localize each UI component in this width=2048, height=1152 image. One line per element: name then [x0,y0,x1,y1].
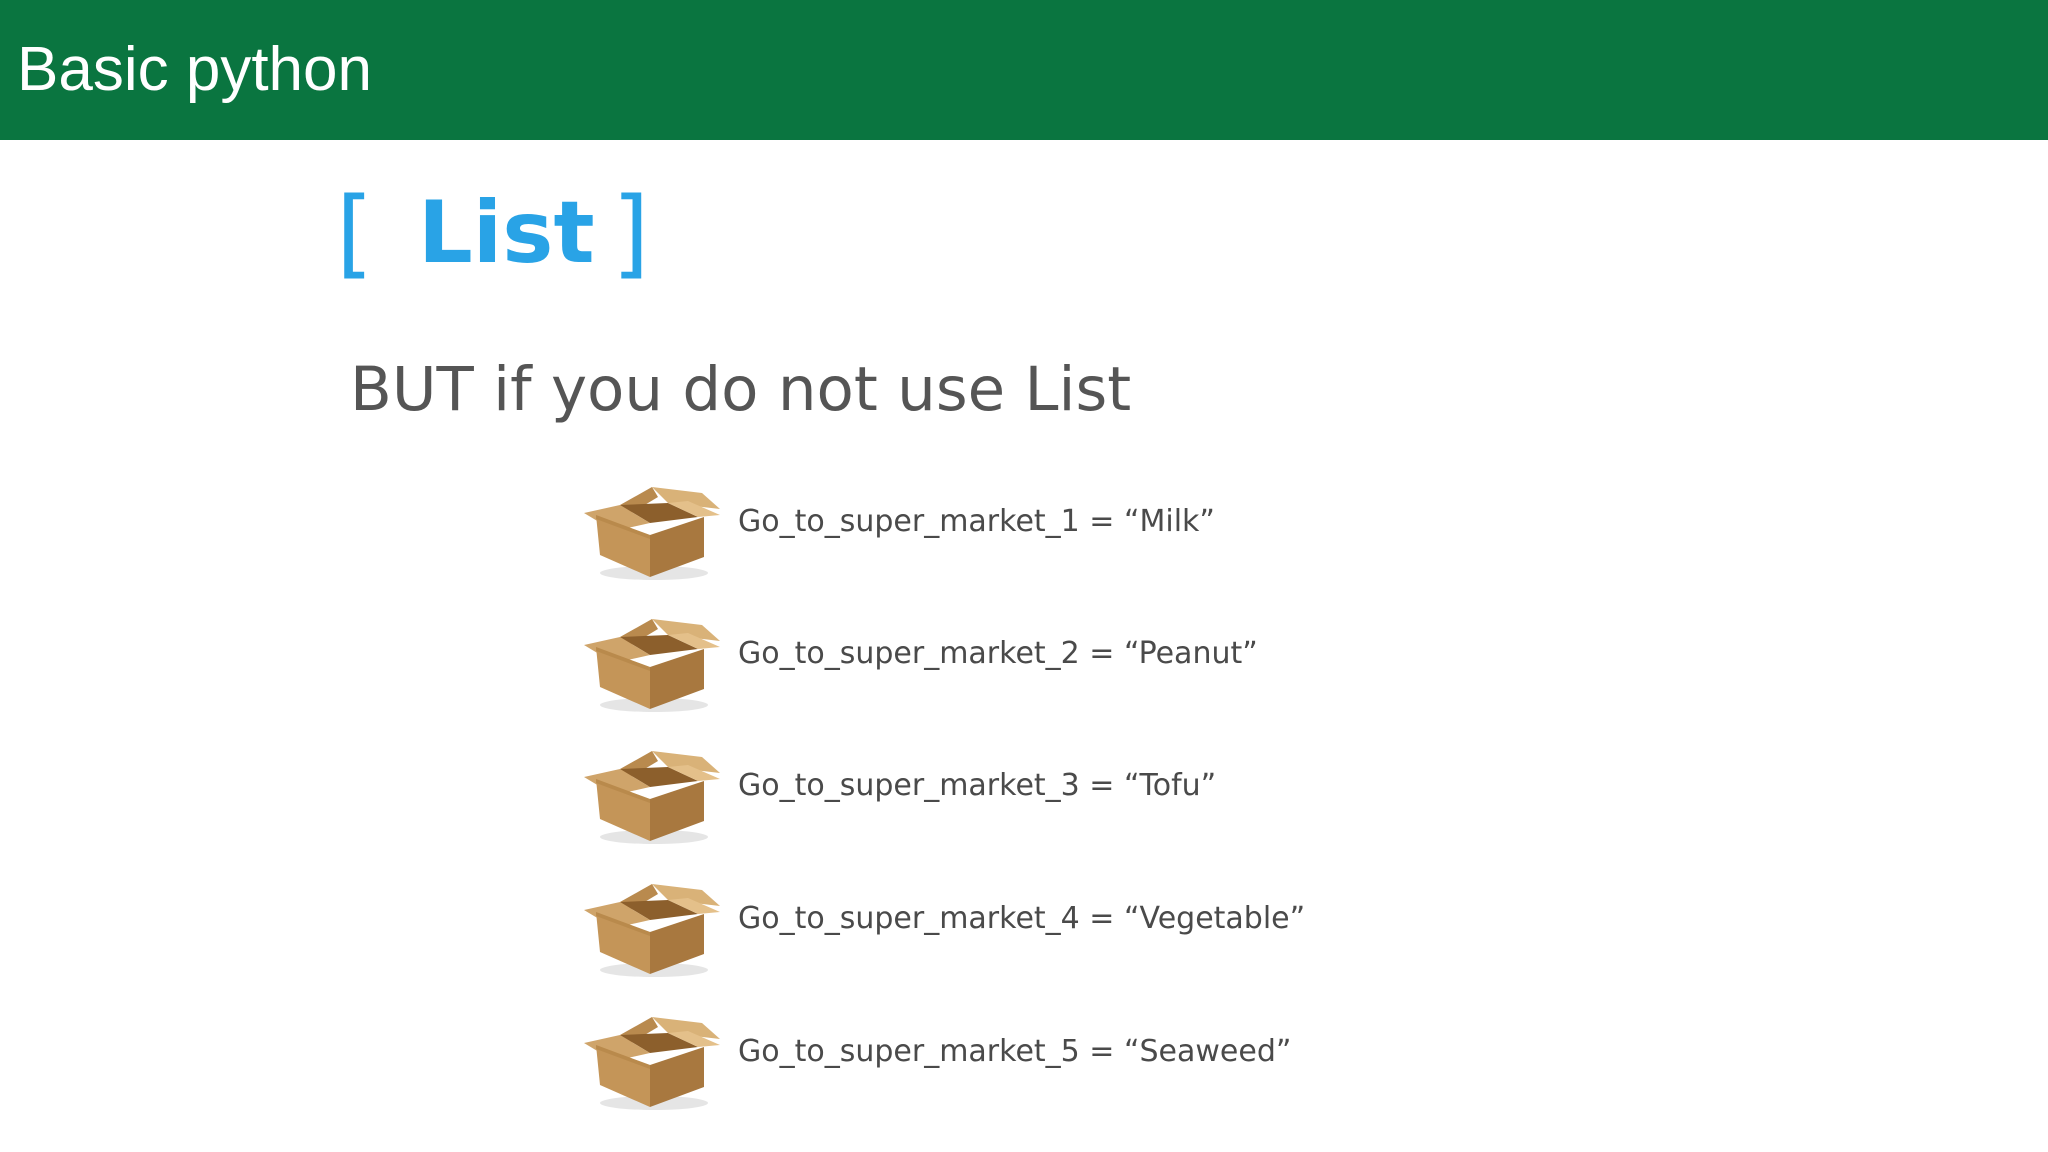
cardboard-box-icon [580,870,722,980]
cardboard-box-icon [580,737,722,847]
variable-assignment: Go_to_super_market_5 = “Seaweed” [738,1034,1292,1069]
variable-assignment: Go_to_super_market_4 = “Vegetable” [738,901,1306,936]
variable-row: Go_to_super_market_1 = “Milk” [580,473,1340,583]
variable-row: Go_to_super_market_3 = “Tofu” [580,737,1340,847]
cardboard-box-icon [580,473,722,583]
slide-header-title: Basic python [17,35,372,104]
variable-row: Go_to_super_market_4 = “Vegetable” [580,870,1340,980]
list-word: List [418,183,595,283]
slide-subtitle: BUT if you do not use List [350,354,1132,425]
variable-assignment: Go_to_super_market_3 = “Tofu” [738,768,1217,803]
variable-assignment: Go_to_super_market_2 = “Peanut” [738,636,1258,671]
close-bracket: ] [612,177,650,289]
cardboard-box-icon [580,1003,722,1113]
header-bar: Basic python [0,0,2048,140]
variable-row: Go_to_super_market_5 = “Seaweed” [580,1003,1340,1113]
open-bracket: [ [336,177,374,289]
variable-assignment: Go_to_super_market_1 = “Milk” [738,504,1215,539]
cardboard-box-icon [580,605,722,715]
variable-row: Go_to_super_market_2 = “Peanut” [580,605,1340,715]
